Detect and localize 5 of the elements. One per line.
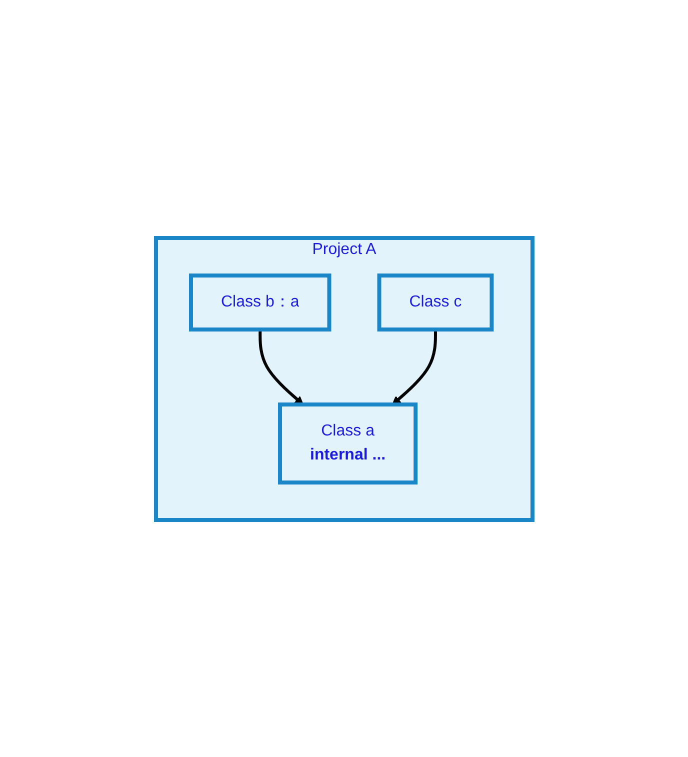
node-box: Class b：a — [188, 273, 331, 331]
node-box: Class c — [377, 273, 494, 331]
arrow — [258, 329, 304, 404]
node-box: Class a internal ... — [278, 402, 418, 484]
arrow — [392, 329, 437, 404]
